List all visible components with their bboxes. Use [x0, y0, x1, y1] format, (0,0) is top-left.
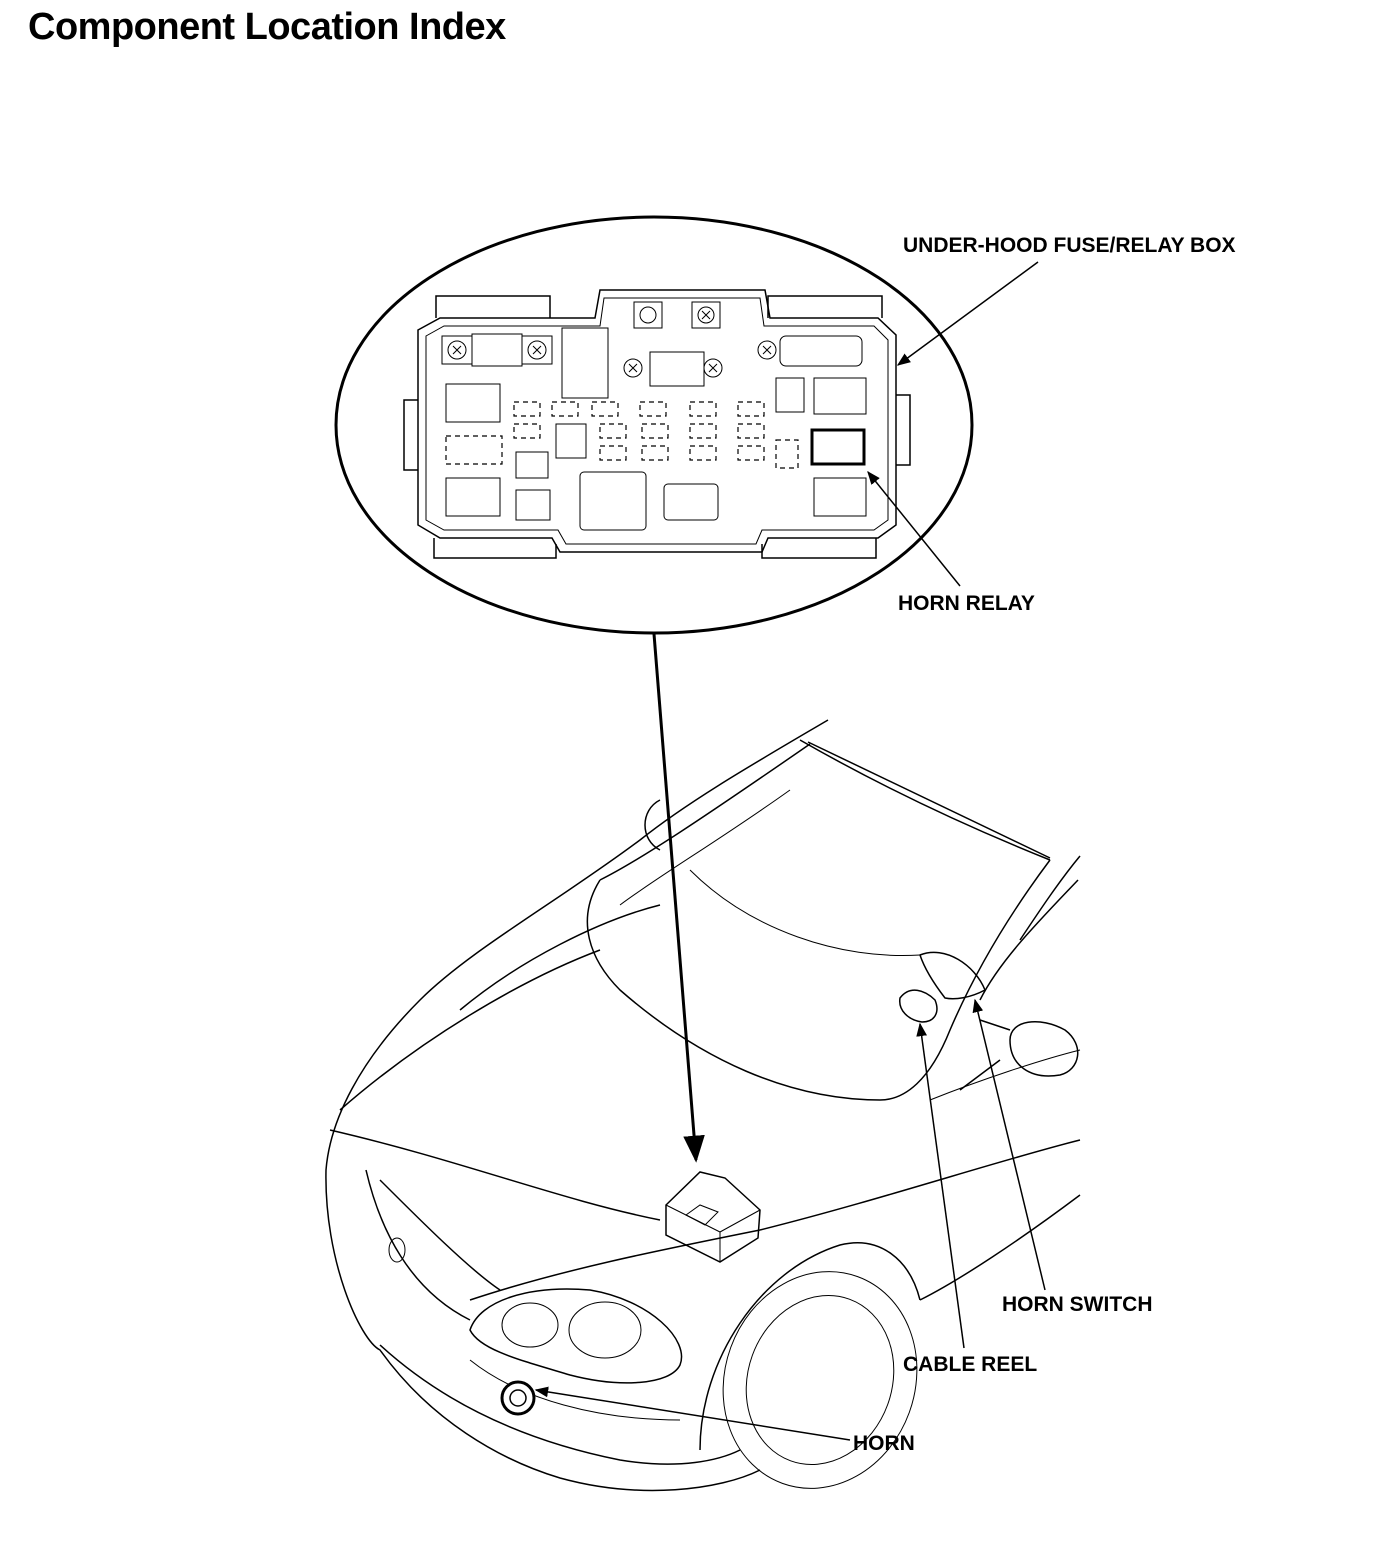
label-horn-relay: HORN RELAY	[898, 592, 1035, 615]
horn-relay-highlight	[810, 428, 866, 466]
label-horn: HORN	[853, 1432, 915, 1455]
label-horn-switch: HORN SWITCH	[1002, 1293, 1153, 1316]
label-fuse-relay-box: UNDER-HOOD FUSE/RELAY BOX	[903, 234, 1236, 257]
label-cable-reel: CABLE REEL	[903, 1353, 1037, 1376]
magnifier-ellipse	[334, 215, 974, 635]
fuse-relay-box-detail	[403, 289, 911, 559]
car-illustration	[325, 719, 1081, 1492]
page-title: Component Location Index	[28, 6, 506, 48]
leader-arrows	[534, 261, 1046, 1441]
